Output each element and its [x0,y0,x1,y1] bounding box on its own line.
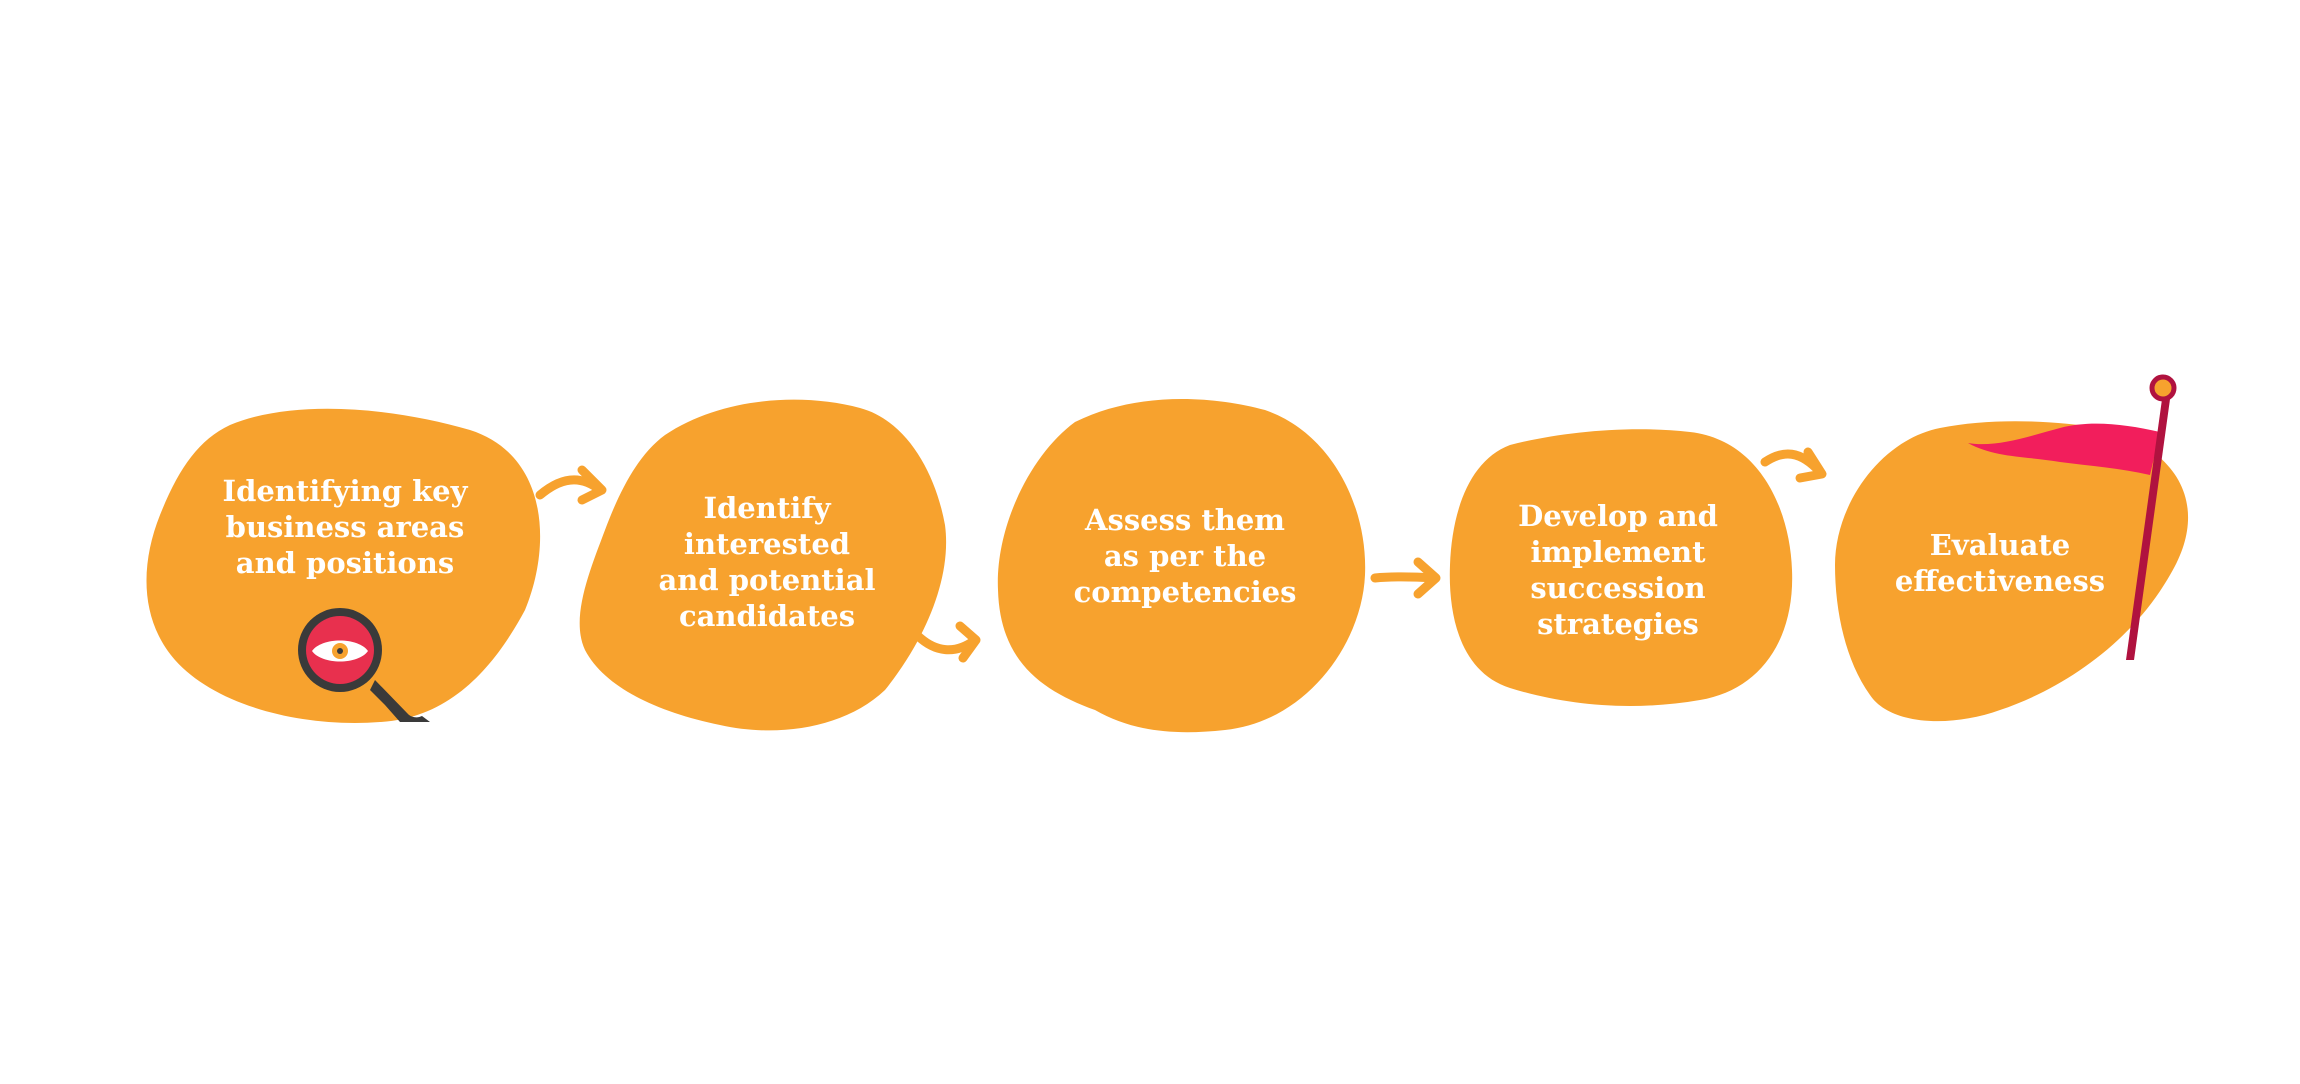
step-4-line-2: implement [1530,535,1706,569]
straight-arrow-icon [1413,557,1441,599]
magnifier-eye-icon [298,608,430,722]
step-3-line-2: as per the [1103,539,1267,573]
step-2-line-4: candidates [678,599,856,633]
step-4-line-4: strategies [1537,607,1699,641]
curved-arrow-icon [577,465,607,505]
step-2-blob [579,399,947,731]
step-3-line-1: Assess them [1085,503,1285,537]
step-2-label: Identify interested and potential candid… [658,490,875,634]
step-5-label: Evaluate effectiveness [1895,527,2105,599]
step-4-line-1: Develop and [1518,499,1718,533]
step-3-label: Assess them as per the competencies [1074,502,1297,610]
step-1-label: Identifying key business areas and posit… [223,473,468,581]
curved-arrow-icon [955,621,981,663]
flag-icon [1968,374,2177,660]
step-4-label: Develop and implement succession strateg… [1518,498,1718,642]
step-2-line-2: interested [683,527,851,561]
step-2-line-3: and potential [658,563,876,597]
step-1-line-1: Identifying key [222,474,468,508]
step-3-blob [997,398,1366,733]
step-1-line-2: business areas [225,510,465,544]
step-5-line-1: Evaluate [1929,528,2071,562]
curved-arrow-icon [1795,447,1827,483]
straight-arrow-icon [1370,572,1440,583]
step-3-line-3: competencies [1073,575,1297,609]
step-4-blob [1449,429,1793,707]
step-1-blob [146,408,541,723]
step-1-line-3: and positions [235,546,455,580]
step-5-blob [1835,421,2189,722]
step-2-line-1: Identify [703,491,831,525]
step-4-line-3: succession [1530,571,1706,605]
step-5-line-2: effectiveness [1894,564,2106,598]
